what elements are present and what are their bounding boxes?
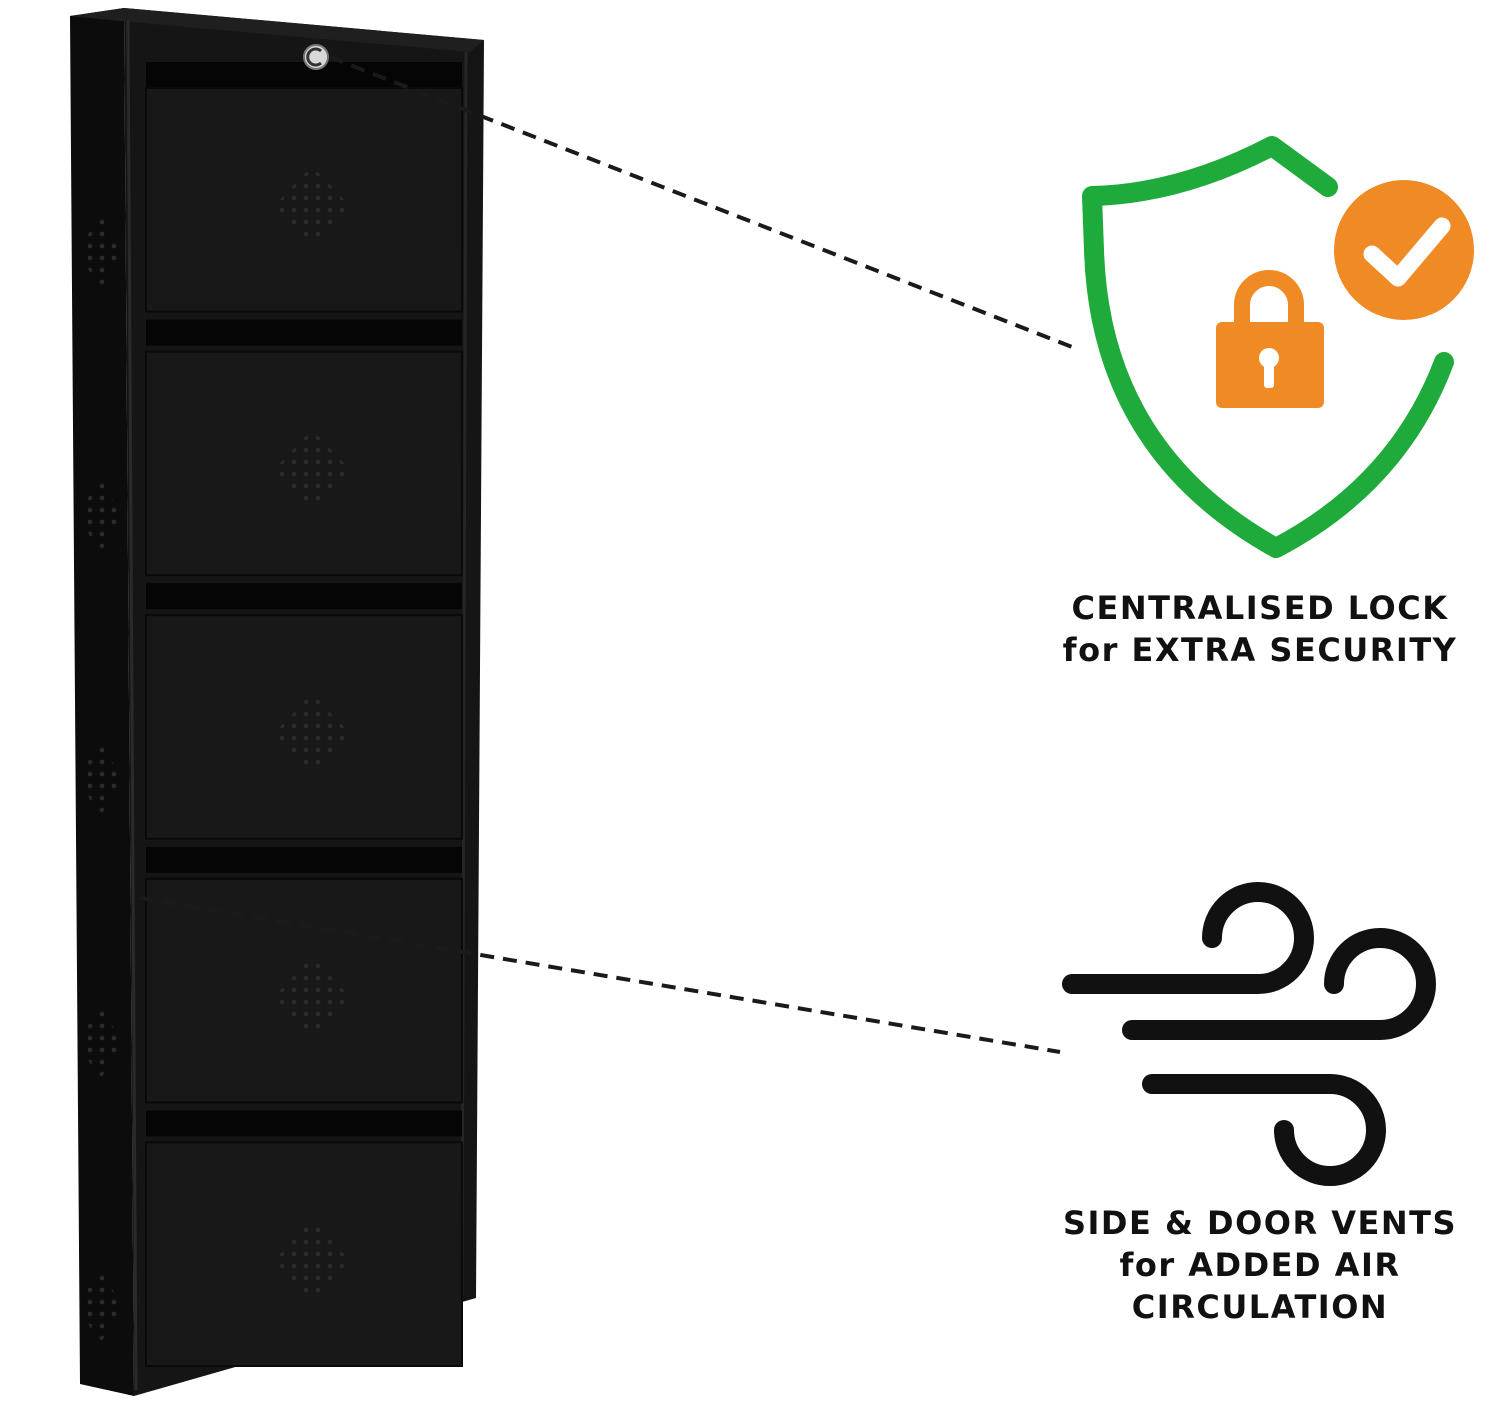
door-vent	[274, 956, 350, 1037]
check-badge-icon	[1334, 180, 1474, 320]
door-gap	[146, 62, 462, 88]
door-vent	[274, 165, 350, 246]
callout-line-vents	[139, 896, 1061, 1054]
vents-caption-line-2: for ADDED AIR	[1119, 1246, 1401, 1284]
door-gap	[146, 1110, 462, 1137]
lock-caption-line-2: for EXTRA SECURITY	[1062, 631, 1458, 669]
callout-line-lock	[329, 55, 1073, 349]
door-gap	[146, 319, 462, 346]
door-gap	[146, 846, 462, 873]
vents-caption-line-3: CIRCULATION	[1131, 1288, 1389, 1326]
cabinet-top	[70, 8, 484, 52]
side-vent	[78, 213, 122, 290]
shoe-cabinet	[70, 8, 484, 1396]
door-vent	[274, 429, 350, 510]
cabinet-lock	[303, 44, 329, 70]
door-gap	[146, 583, 462, 610]
lock-caption-line-1: CENTRALISED LOCK	[1071, 589, 1449, 627]
shield-icon	[1082, 136, 1454, 558]
side-vent	[78, 740, 122, 817]
vents-caption-line-1: SIDE & DOOR VENTS	[1062, 1204, 1458, 1242]
vents-feature-caption: SIDE & DOOR VENTS for ADDED AIR CIRCULAT…	[1040, 1202, 1480, 1328]
side-vent	[78, 1004, 122, 1081]
cabinet-side-panel	[70, 8, 134, 1396]
side-vents	[78, 213, 122, 1345]
lock-feature-caption: CENTRALISED LOCK for EXTRA SECURITY	[1040, 587, 1480, 671]
door-vent	[274, 693, 350, 773]
wind-icon	[1062, 882, 1436, 1186]
cabinet-doors	[145, 62, 463, 1368]
side-vent	[78, 1268, 122, 1345]
padlock-icon	[1216, 270, 1324, 408]
door-vent	[274, 1220, 350, 1301]
side-vent	[78, 477, 122, 554]
